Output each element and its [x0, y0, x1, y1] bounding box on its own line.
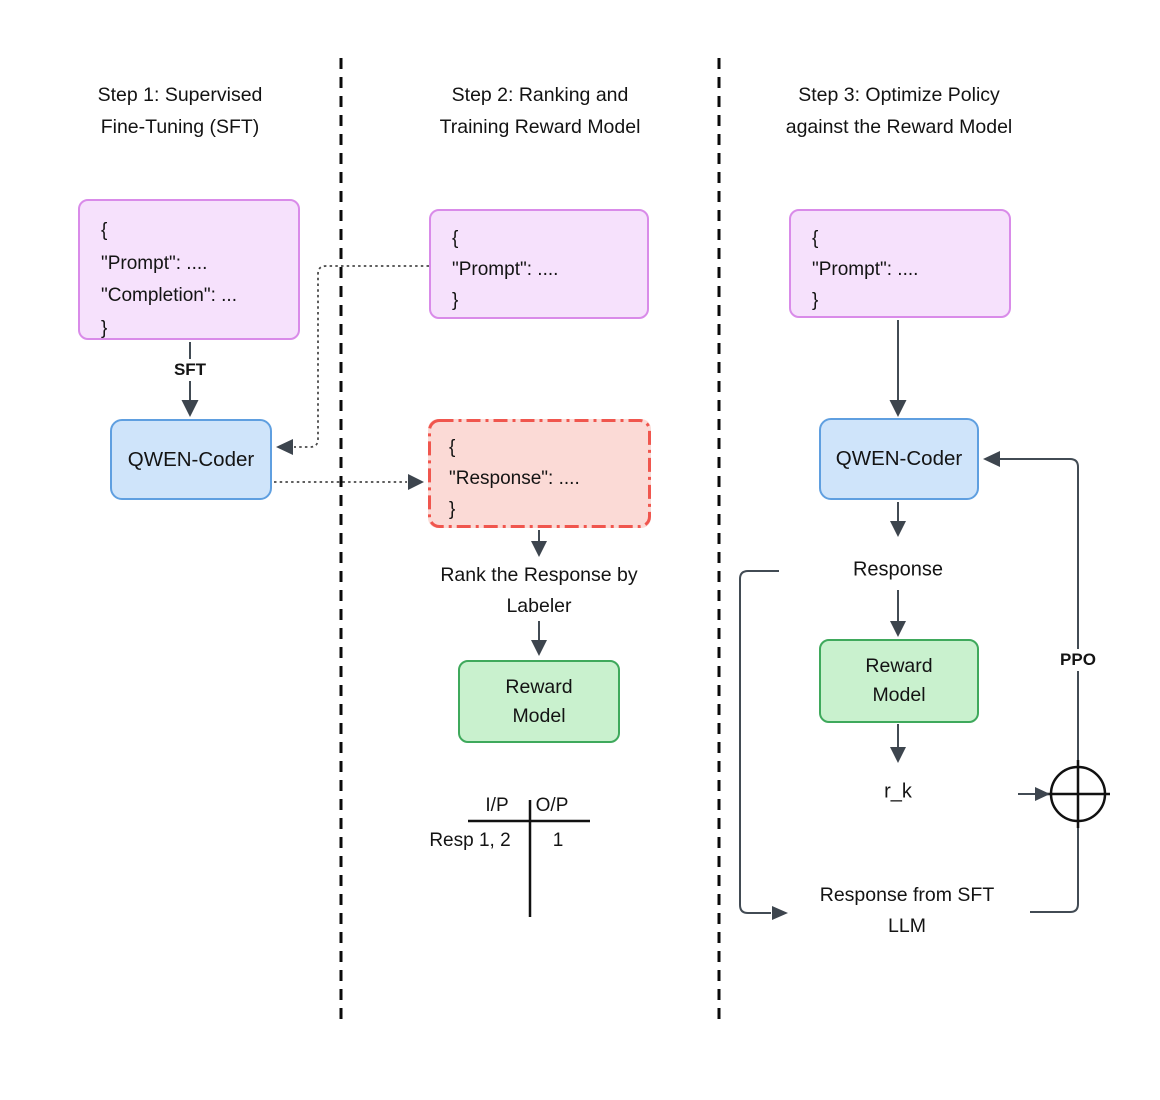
prompt-line: }	[812, 290, 819, 311]
table-header-ip: I/P	[485, 795, 509, 816]
table-cell-output: 1	[552, 830, 564, 851]
into-circle-arrow	[1018, 787, 1050, 801]
reward-model-line1: Reward	[505, 675, 573, 698]
rank-to-reward-arrow	[531, 621, 547, 656]
step3-qwen-coder-label: QWEN-Coder	[835, 447, 963, 470]
step2-prompt-box: { "Prompt": .... }	[429, 209, 649, 319]
sft-model-to-response-dotted-arrow	[274, 474, 424, 490]
reward-model-line2: Model	[512, 704, 566, 727]
step1-title: Step 1: Supervised Fine-Tuning (SFT)	[60, 79, 300, 143]
prompt-line: }	[452, 290, 459, 311]
prompt-line: "Prompt": ....	[452, 259, 559, 280]
step1-qwen-coder-box: QWEN-Coder	[110, 419, 272, 500]
step3-response-label: Response	[852, 558, 944, 581]
step1-qwen-coder-label: QWEN-Coder	[127, 447, 255, 471]
step2-title: Step 2: Ranking and Training Reward Mode…	[390, 79, 690, 143]
response-to-rank-arrow	[531, 530, 547, 557]
ranking-table-lines	[468, 800, 590, 917]
step1-title-line1: Step 1: Supervised	[97, 84, 263, 106]
step2-title-line2: Training Reward Model	[439, 116, 641, 138]
model-to-response-arrow	[890, 502, 906, 537]
response-line: }	[449, 499, 456, 520]
rank-response-line2: Labeler	[506, 595, 572, 617]
reward-model-line1: Reward	[865, 655, 933, 677]
ppo-label: PPO	[1055, 649, 1101, 671]
step3-qwen-coder-box: QWEN-Coder	[819, 418, 979, 500]
sft-arrow-label: SFT	[168, 359, 212, 381]
dataset-line: }	[101, 317, 108, 339]
step3-title-line2: against the Reward Model	[785, 116, 1013, 138]
step3-title-line1: Step 3: Optimize Policy	[798, 84, 1000, 106]
response-from-sft-line1: Response from SFT	[819, 884, 995, 906]
rank-response-text: Rank the Response by Labeler	[440, 560, 637, 622]
response-from-sft-line2: LLM	[888, 915, 926, 937]
table-header-op: O/P	[535, 795, 569, 816]
step2-response-box: { "Response": .... }	[428, 419, 651, 528]
response-box-border	[428, 419, 651, 528]
response-line: "Response": ....	[449, 468, 580, 489]
dataset-line: {	[101, 220, 108, 241]
step3-reward-model-box: Reward Model	[819, 639, 979, 723]
reward-score-label: r_k	[884, 780, 912, 803]
prompt-line: "Prompt": ....	[812, 259, 919, 280]
step2-reward-model-box: Reward Model	[458, 660, 620, 743]
response-from-sft-text: Response from SFT LLM	[820, 880, 994, 942]
reward-model-line2: Model	[872, 684, 926, 706]
reward-to-rk-arrow	[890, 724, 906, 763]
step2-title-line1: Step 2: Ranking and	[451, 84, 629, 106]
dataset-line: "Completion": ...	[101, 285, 237, 306]
prompt-line: {	[452, 228, 459, 249]
step1-title-line2: Fine-Tuning (SFT)	[100, 116, 260, 138]
step1-dataset-box: { "Prompt": .... "Completion": ... }	[78, 199, 300, 340]
dataset-line: "Prompt": ....	[101, 252, 208, 274]
step3-title: Step 3: Optimize Policy against the Rewa…	[749, 79, 1049, 143]
prompt-to-sft-model-dotted-arrow	[276, 265, 429, 455]
table-cell-input: Resp 1, 2	[429, 830, 511, 851]
response-line: {	[449, 437, 456, 458]
response-to-reward-arrow	[890, 590, 906, 637]
response-bracket-line	[739, 570, 788, 920]
prompt-line: {	[812, 228, 819, 249]
ppo-loop-line	[983, 451, 1079, 913]
prompt-to-model-arrow	[889, 320, 907, 417]
plus-circle-icon	[1046, 760, 1110, 828]
step3-prompt-box: { "Prompt": .... }	[789, 209, 1011, 318]
rank-response-line1: Rank the Response by	[440, 564, 638, 586]
